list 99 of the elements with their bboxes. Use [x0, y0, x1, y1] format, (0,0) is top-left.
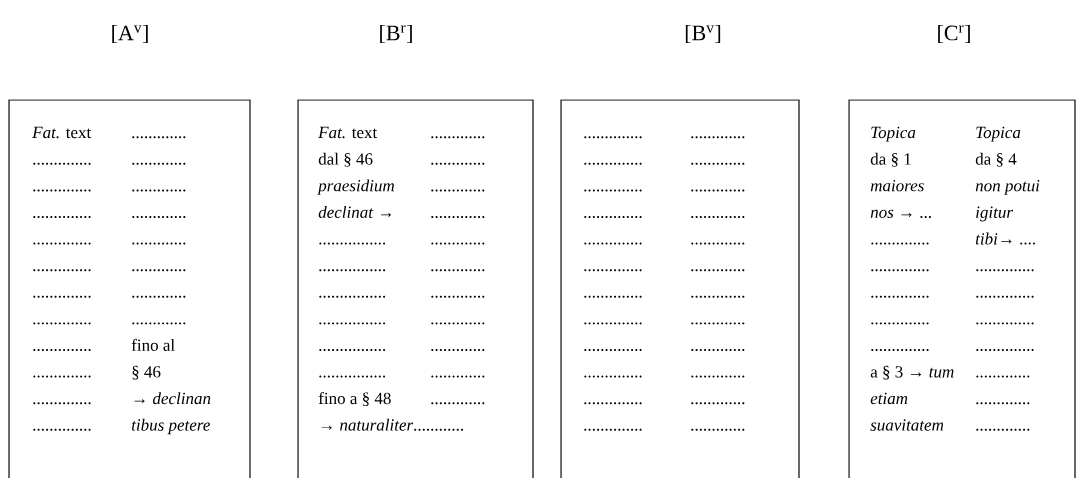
placeholder-dots: ..............	[584, 375, 642, 378]
text-line: fino al	[131, 338, 175, 351]
placeholder-dots: .............	[691, 402, 745, 405]
text-line: Topica	[871, 126, 916, 142]
placeholder-dots: .............	[691, 295, 745, 298]
placeholder-dots: ..............	[584, 216, 642, 218]
placeholder-dots: .............	[691, 189, 745, 192]
text-line: praesidium	[317, 179, 394, 195]
placeholder-dots: .............	[132, 136, 186, 139]
placeholder-dots: .............	[431, 189, 485, 192]
placeholder-dots: ..............	[871, 322, 929, 325]
placeholder-dots: ..............	[584, 402, 642, 405]
text-line: dal § 46	[318, 152, 373, 167]
placeholder-dots: .............	[431, 375, 485, 378]
placeholder-dots: ..............	[871, 295, 929, 298]
placeholder-dots: .............	[431, 216, 485, 218]
placeholder-dots: ..............	[584, 295, 642, 298]
placeholder-dots: .............	[431, 295, 485, 298]
text-line: a § 3 → tum	[870, 365, 954, 380]
placeholder-dots: .............	[691, 428, 745, 431]
text-line: Topica	[976, 126, 1021, 142]
placeholder-dots: ..............	[584, 136, 642, 139]
text-line: tibi→ ....	[975, 232, 1035, 245]
text-line: → naturaliter............	[321, 418, 463, 431]
placeholder-dots: ..............	[871, 242, 929, 245]
placeholder-dots: .............	[691, 162, 745, 165]
placeholder-dots: .............	[132, 269, 186, 272]
placeholder-dots: ..............	[33, 269, 91, 272]
text-line: § 46	[132, 365, 161, 380]
placeholder-dots: ................	[319, 375, 386, 378]
placeholder-dots: ..............	[584, 242, 642, 245]
placeholder-dots: .............	[691, 269, 745, 272]
placeholder-dots: .............	[976, 402, 1030, 405]
page-label: [A$^{v}$]	[112, 24, 148, 44]
placeholder-dots: .............	[132, 216, 186, 218]
placeholder-dots: ................	[319, 269, 386, 272]
placeholder-dots: .............	[431, 402, 485, 405]
placeholder-dots: ..............	[33, 428, 91, 431]
placeholder-dots: ..............	[33, 189, 91, 192]
placeholder-dots: .............	[132, 242, 186, 245]
placeholder-dots: ..............	[976, 322, 1034, 325]
placeholder-dots: ..............	[33, 216, 91, 218]
placeholder-dots: .............	[691, 375, 745, 378]
text-line: etiam	[870, 392, 908, 405]
text-line: tibus petere	[131, 418, 210, 435]
placeholder-dots: .............	[132, 295, 186, 298]
text-line: suavitatem	[870, 419, 944, 431]
placeholder-dots: .............	[431, 269, 485, 272]
placeholder-dots: ..............	[33, 295, 91, 298]
placeholder-dots: ..............	[871, 269, 929, 272]
placeholder-dots: ..............	[33, 242, 91, 245]
placeholder-dots: ..............	[584, 162, 642, 165]
placeholder-dots: .............	[976, 428, 1030, 431]
text-line: Fat. text	[318, 126, 378, 139]
placeholder-dots: ................	[319, 322, 386, 325]
text-line: → declinan	[134, 392, 211, 405]
placeholder-dots: ..............	[33, 349, 91, 351]
text-line: non potui	[975, 179, 1040, 195]
text-line: da § 4	[975, 152, 1017, 167]
text-line: maiores	[870, 179, 924, 192]
placeholder-dots: ..............	[871, 349, 929, 351]
placeholder-dots: ..............	[584, 428, 642, 431]
page-label: [C$^{r}$]	[938, 24, 970, 44]
placeholder-dots: ..............	[33, 375, 91, 378]
placeholder-dots: .............	[691, 242, 745, 245]
text-line: declinat →	[318, 206, 392, 218]
placeholder-dots: .............	[132, 189, 186, 192]
placeholder-dots: ................	[319, 349, 386, 351]
placeholder-dots: ..............	[976, 295, 1034, 298]
text-line: da § 1	[870, 152, 911, 167]
placeholder-dots: .............	[691, 349, 745, 351]
text-line: Fat. text	[32, 126, 92, 139]
placeholder-dots: .............	[132, 162, 186, 165]
placeholder-dots: ................	[319, 242, 386, 245]
page-label: [B$^{r}$]	[380, 24, 412, 44]
placeholder-dots: .............	[431, 322, 485, 325]
placeholder-dots: ..............	[33, 162, 91, 165]
text-line: nos → ...	[870, 209, 931, 218]
placeholder-dots: .............	[431, 136, 485, 139]
page-label: [B$^{v}$]	[685, 24, 721, 44]
text-line: fino a § 48	[318, 392, 391, 407]
placeholder-dots: .............	[691, 136, 745, 139]
text-line: igitur	[976, 206, 1014, 222]
placeholder-dots: .............	[976, 375, 1030, 378]
placeholder-dots: ..............	[584, 189, 642, 192]
placeholder-dots: ................	[319, 295, 386, 298]
placeholder-dots: ..............	[584, 322, 642, 325]
placeholder-dots: .............	[132, 322, 186, 325]
placeholder-dots: .............	[431, 349, 485, 351]
placeholder-dots: .............	[431, 162, 485, 165]
placeholder-dots: .............	[691, 322, 745, 325]
placeholder-dots: ..............	[584, 349, 642, 351]
placeholder-dots: ..............	[976, 349, 1034, 351]
placeholder-dots: ..............	[33, 322, 91, 325]
placeholder-dots: .............	[691, 216, 745, 218]
placeholder-dots: ..............	[33, 402, 91, 405]
placeholder-dots: .............	[431, 242, 485, 245]
placeholder-dots: ..............	[584, 269, 642, 272]
placeholder-dots: ..............	[976, 269, 1034, 272]
